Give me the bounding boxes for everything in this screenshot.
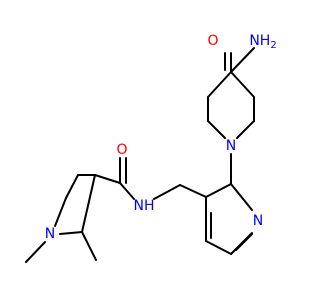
bond-pyr-double-a [235, 233, 253, 251]
bond-pyr-c6-c5 [205, 240, 232, 255]
atom-amide-nh: NH [134, 198, 155, 214]
atom-oxygen-amide: O [116, 142, 127, 158]
atom-piperidine-nitrogen: N [226, 138, 236, 154]
atom-oxygen-carboxamide: O [207, 33, 218, 49]
bond-c3-to-ch2 [179, 184, 207, 198]
bond-pyr-c3-c2 [205, 183, 232, 198]
bond-pyr-c2-n [230, 183, 253, 211]
bond-ch2-to-nh [153, 184, 181, 200]
atom-pyrrolidine-nitrogen: N [45, 226, 55, 242]
structure-svg: O NH2 N N O NH N [25, 33, 277, 263]
molecule-diagram: O NH2 N N O NH N [25, 33, 277, 263]
bond-pip-n-c6 [207, 120, 226, 139]
bond-pyr-c5-n [54, 197, 67, 227]
bond-pyr-c2-c3 [81, 174, 96, 233]
bond-layer [25, 47, 255, 263]
atom-pyridine-nitrogen: N [253, 213, 263, 229]
bond-pyr-c4-c5 [65, 174, 79, 199]
bond-pyr-n-c2 [59, 231, 83, 235]
atom-label-layer: O NH2 N N O NH N [45, 33, 277, 242]
bond-n-methyl [25, 241, 46, 263]
bond-nh-to-carbonyl [119, 182, 135, 200]
atom-nh2-carboxamide: NH2 [249, 33, 276, 51]
bond-carbonyl-to-nh2 [230, 47, 255, 73]
bond-c2-methyl [81, 231, 97, 261]
bond-pip-c2-n [236, 120, 255, 139]
bond-pip-c5-c4 [207, 71, 232, 98]
bond-pip-c4-c3 [230, 71, 255, 98]
bond-carbonyl-to-c3 [94, 174, 121, 184]
